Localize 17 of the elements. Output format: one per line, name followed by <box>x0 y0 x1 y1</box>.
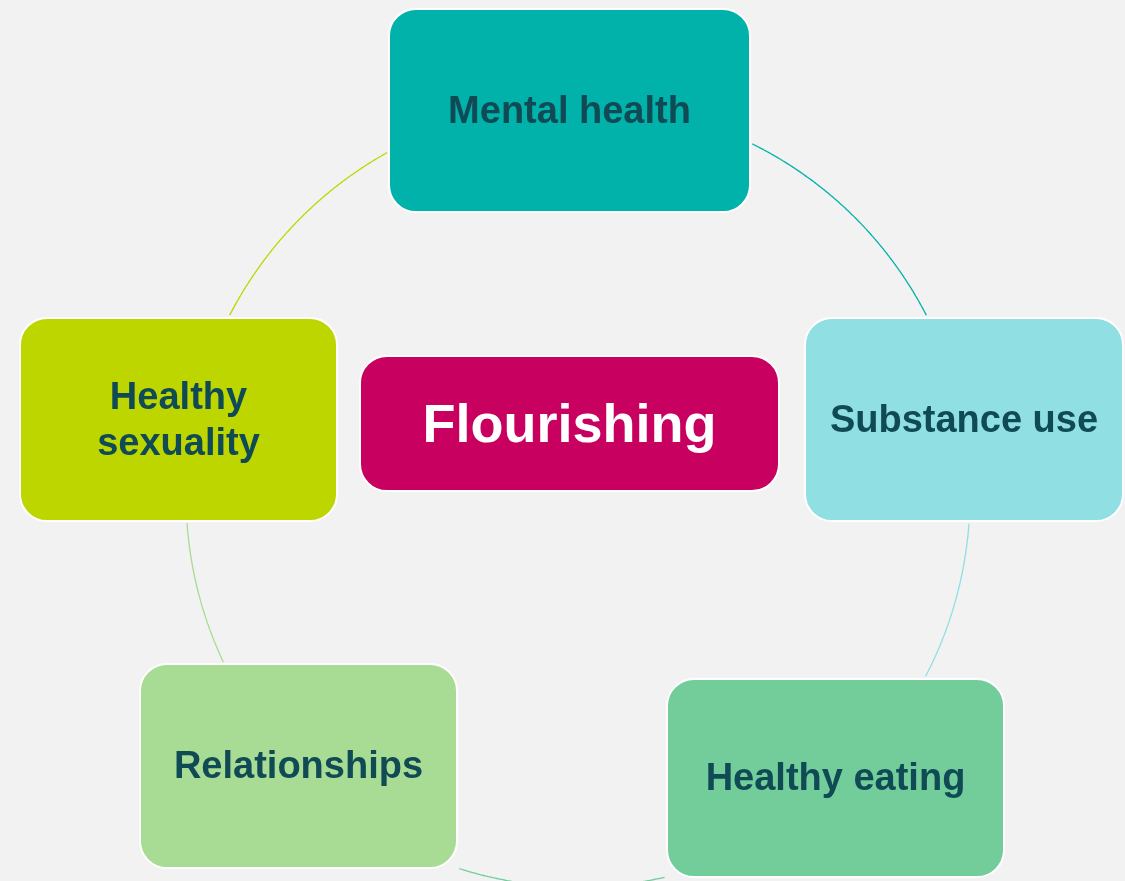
topic-box <box>139 663 458 869</box>
connector-arc <box>924 523 970 678</box>
connector-arc <box>751 143 927 316</box>
box-label: Mental health <box>448 87 691 133</box>
box-label: Relationships <box>173 743 424 789</box>
center-box <box>359 355 780 492</box>
connector-arc <box>458 867 666 881</box>
topic-box <box>804 317 1124 522</box>
connector-arc <box>186 522 224 663</box>
topic-box <box>19 317 338 522</box>
topic-box <box>388 8 751 213</box>
box-label: Substance use <box>829 396 1099 442</box>
connector-arc <box>228 152 388 316</box>
box-label: Healthy sexuality <box>96 373 261 465</box>
box-label: Healthy eating <box>705 755 966 801</box>
topic-box <box>666 678 1005 878</box>
box-label: Flourishing <box>422 392 717 456</box>
